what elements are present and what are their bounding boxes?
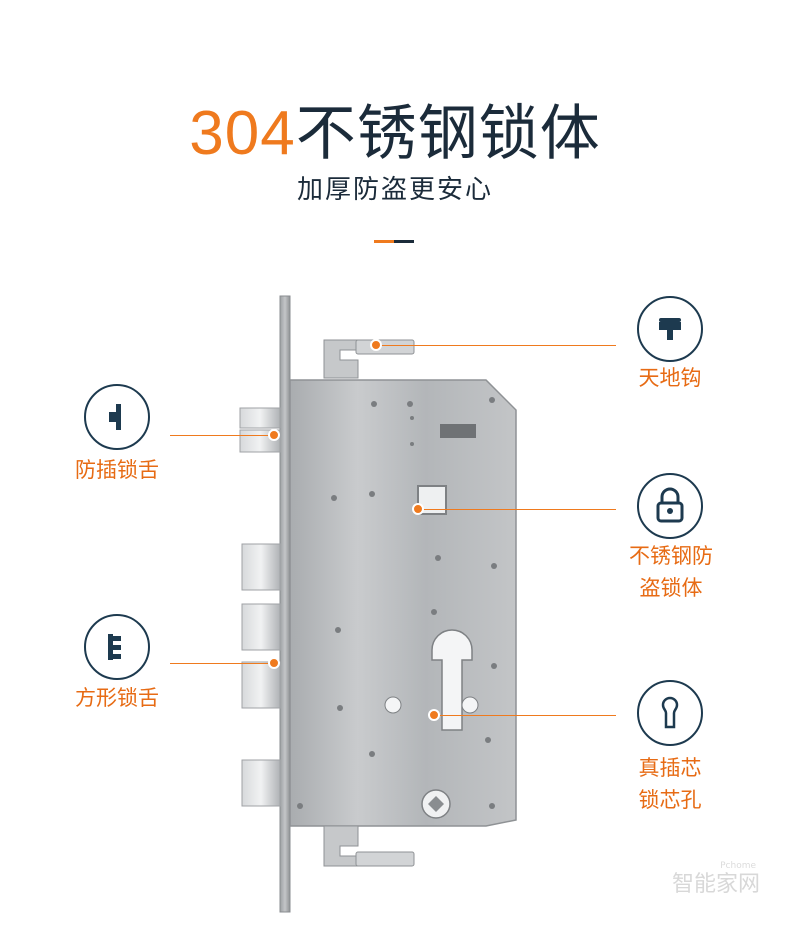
body-label-line2: 盗锁体: [639, 576, 703, 600]
body-callout-circle: [637, 473, 703, 539]
square-bolt-label: 方形锁舌: [75, 686, 159, 710]
hook-icon: [659, 318, 681, 340]
latch-label: 防插锁舌: [75, 458, 159, 482]
cylinder-label-line2: 锁芯孔: [638, 788, 702, 812]
body-label-line1: 不锈钢防: [629, 544, 713, 568]
cylinder-label-line1: 真插芯: [638, 756, 702, 780]
square-bolt-marker: [268, 657, 280, 669]
half-door-latch-icon: [109, 404, 121, 430]
screws: [297, 397, 497, 809]
cylinder-callout-circle: [637, 680, 703, 746]
title-divider: [374, 240, 414, 243]
body-marker: [412, 503, 424, 515]
cylinder-marker: [428, 709, 440, 721]
square-bolt-callout-circle: [84, 614, 150, 680]
watermark: 智能家网: [671, 872, 760, 897]
title-text: 不锈钢锁体: [295, 99, 601, 169]
padlock-icon: [656, 487, 684, 523]
face-plate: [279, 295, 291, 913]
hook-marker: [370, 339, 382, 351]
lock-body: [289, 379, 517, 827]
square-bolt-icon: [108, 634, 121, 660]
square-bolts: [241, 543, 281, 807]
hook-callout-circle: [637, 296, 703, 362]
hook-label: 天地钩: [638, 366, 702, 390]
bottom-hook-shape: [323, 825, 415, 867]
latch-callout-circle: [84, 384, 150, 450]
keyhole-icon: [661, 696, 679, 729]
title-number: 304: [189, 99, 296, 168]
page-subtitle: 加厚防盗更安心: [296, 175, 493, 205]
latch-marker: [268, 429, 280, 441]
watermark-subtext: Pchome: [720, 861, 756, 871]
page-title: 304不锈钢锁体: [0, 96, 790, 172]
